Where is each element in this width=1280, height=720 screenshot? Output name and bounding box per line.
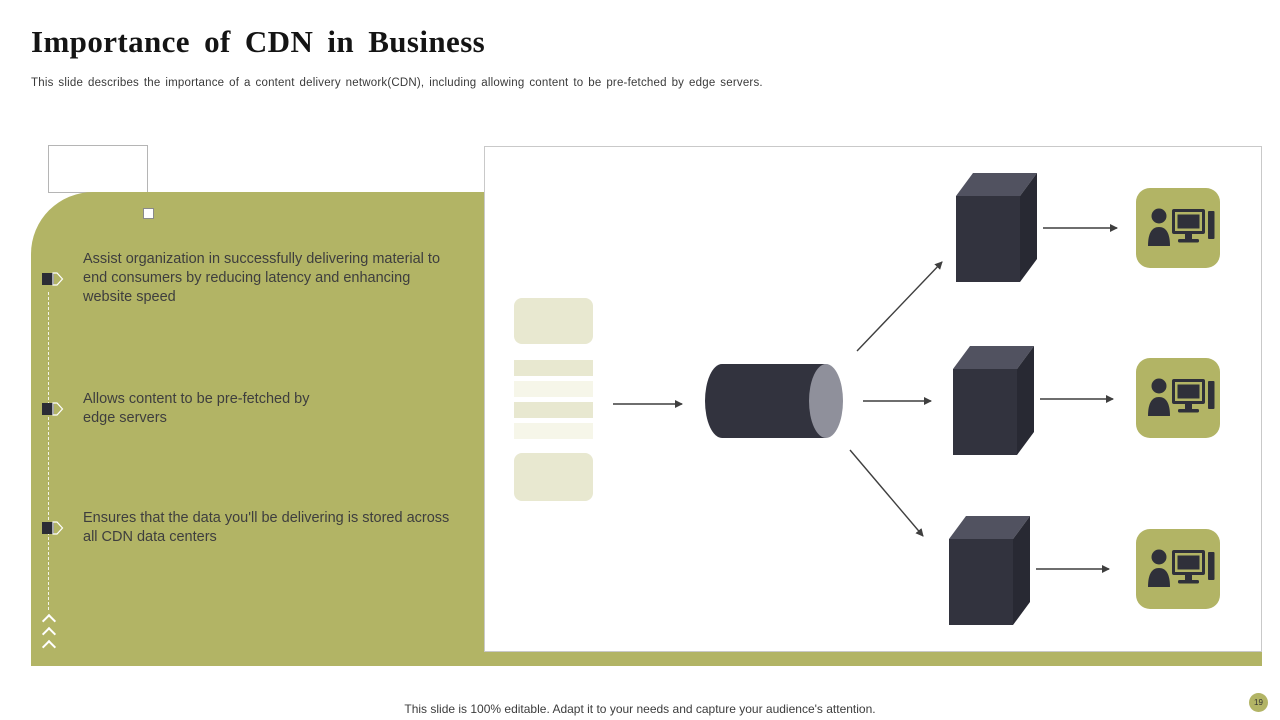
bullet-square-icon xyxy=(42,522,54,534)
bullet-square-icon xyxy=(42,403,54,415)
origin-server-stack-icon xyxy=(514,298,593,501)
bullet-item: Assist organization in successfully deli… xyxy=(42,250,461,307)
page-number-badge: 19 xyxy=(1249,693,1268,712)
bullet-item: Ensures that the data you'll be deliveri… xyxy=(42,509,458,547)
decoration-outline-box xyxy=(48,145,148,193)
bottom-accent-strip xyxy=(31,651,1262,666)
bullet-panel: Assist organization in successfully deli… xyxy=(31,192,484,655)
arrow-cdn-to-edge-top xyxy=(856,261,943,352)
slide-title: Importance of CDN in Business xyxy=(31,24,486,59)
bullet-marker xyxy=(42,521,65,535)
bullet-arrow-outline-icon xyxy=(52,271,64,286)
end-user-workstation-icon-middle xyxy=(1136,358,1220,438)
arrow-cdn-to-edge-bottom xyxy=(849,449,924,537)
bullet-marker xyxy=(42,271,65,286)
footer-note: This slide is 100% editable. Adapt it to… xyxy=(404,702,876,716)
bullet-marker xyxy=(42,402,65,416)
bullet-text: Allows content to be pre-fetched by edge… xyxy=(83,391,310,426)
bullet-arrow-outline-icon xyxy=(52,402,64,416)
end-user-workstation-icon-bottom xyxy=(1136,529,1220,609)
slide-subtitle: This slide describes the importance of a… xyxy=(31,77,763,89)
diagram-panel xyxy=(484,146,1262,652)
decoration-square xyxy=(143,208,154,219)
bullet-text: Assist organization in successfully deli… xyxy=(83,251,441,305)
bullet-square-icon xyxy=(42,272,54,285)
edge-server-box-bottom-icon xyxy=(949,516,1030,625)
bullet-text: Ensures that the data you'll be deliveri… xyxy=(83,510,450,545)
diagram-arrows xyxy=(613,224,1118,573)
cdn-server-cylinder-icon xyxy=(705,364,843,438)
end-user-workstation-icon-top xyxy=(1136,188,1220,268)
edge-server-box-top-icon xyxy=(956,173,1037,282)
bullet-arrow-outline-icon xyxy=(52,521,64,535)
chevron-up-icons xyxy=(41,613,57,655)
bullet-connector-line xyxy=(48,292,49,610)
bullet-item: Allows content to be pre-fetched by edge… xyxy=(42,390,345,428)
edge-server-box-middle-icon xyxy=(953,346,1034,455)
cdn-diagram xyxy=(514,173,1220,625)
